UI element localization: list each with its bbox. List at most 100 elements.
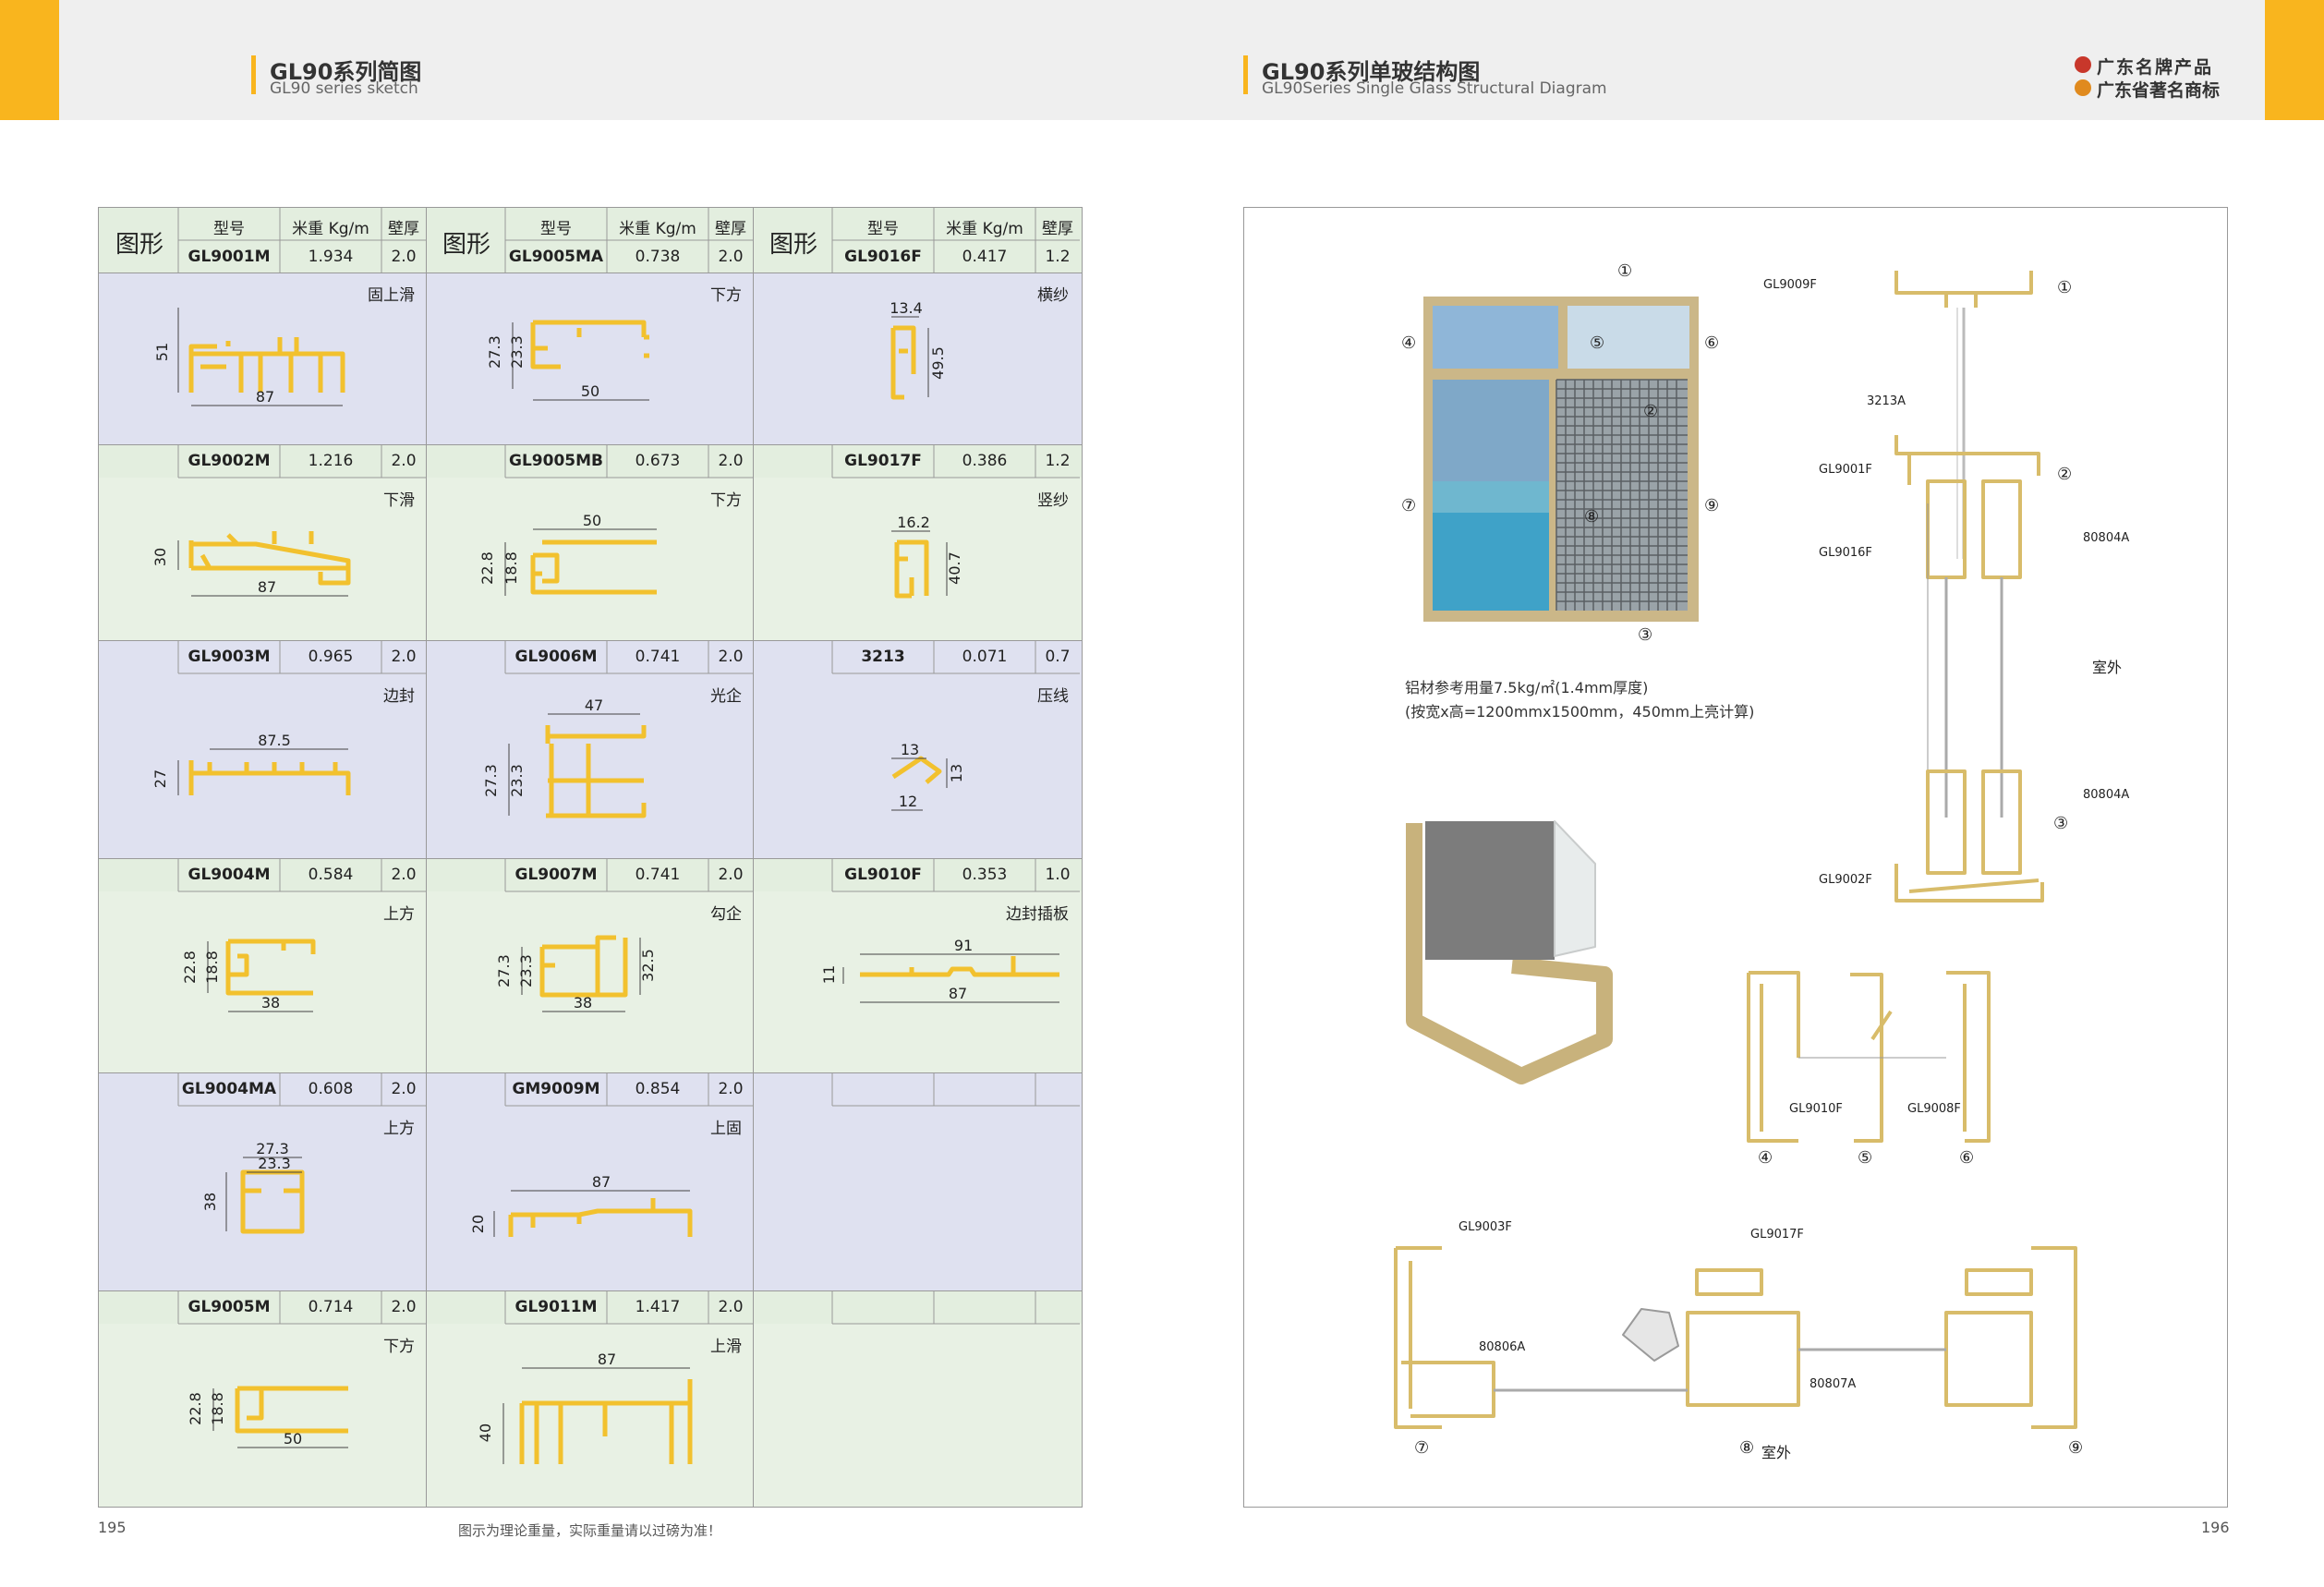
- unit-weight: 0.738: [635, 248, 681, 266]
- shape-header: 图形: [442, 231, 491, 259]
- unit-weight: 0.854: [635, 1080, 681, 1098]
- dimension-label: 40: [477, 1423, 494, 1442]
- unit-weight: 0.584: [308, 866, 354, 884]
- callout-1: ①: [1617, 261, 1633, 281]
- callout-9: ⑨: [1704, 496, 1720, 515]
- brand-line-2: 广东省著名商标: [2097, 80, 2221, 101]
- profile-name: 光企: [710, 687, 742, 706]
- dimension-label: 32.5: [639, 949, 657, 982]
- row-divider: [99, 1290, 1082, 1291]
- callout-3-section: ③: [2053, 814, 2069, 833]
- corner-glass: [1554, 820, 1596, 957]
- model-code: GL9005MB: [509, 452, 603, 470]
- profile-name: 压线: [1037, 687, 1069, 706]
- model-code: GL9004M: [188, 866, 271, 884]
- profile-shape: [240, 1169, 305, 1234]
- model-code: 3213: [861, 648, 905, 666]
- dimension-label: 38: [201, 1193, 219, 1211]
- dimension-label: 91: [954, 937, 973, 954]
- dimension-label: 51: [153, 343, 171, 361]
- left-accent-bar: [0, 0, 59, 120]
- profile-shape: [519, 1379, 693, 1464]
- unit-weight: 0.353: [962, 866, 1008, 884]
- dimension-label: 87: [598, 1351, 616, 1368]
- callout-9-bottom: ⑨: [2068, 1438, 2084, 1458]
- unit-weight: 0.071: [962, 648, 1008, 666]
- wall-thickness: 2.0: [718, 1298, 744, 1316]
- profile-name: 上滑: [710, 1338, 742, 1356]
- right-subtitle: GL90Series Single Glass Structural Diagr…: [1262, 79, 1607, 98]
- callout-4: ④: [1401, 333, 1417, 353]
- unit-weight: 1.934: [308, 248, 354, 266]
- profile-shape: [891, 756, 942, 784]
- row-band: [99, 891, 1082, 1072]
- profile-shape: [188, 337, 345, 393]
- model-code: GM9009M: [512, 1080, 600, 1098]
- callout-7-bottom: ⑦: [1414, 1438, 1430, 1458]
- profile-name: 横纱: [1037, 286, 1069, 305]
- profile-shape: [530, 320, 649, 369]
- model-code: GL9007M: [514, 866, 598, 884]
- top-right-glass: [1567, 306, 1689, 369]
- profile-shape: [235, 1386, 348, 1434]
- dimension-label: 27.3: [486, 335, 503, 369]
- corner-screen: [1425, 821, 1555, 960]
- unit-weight: 0.608: [308, 1080, 354, 1098]
- label-gl9002f: GL9002F: [1819, 873, 1872, 887]
- sash-bottom: [1926, 769, 2022, 875]
- left-title: GL90系列简图: [270, 59, 422, 85]
- column-header-weight: 米重 Kg/m: [946, 220, 1023, 238]
- dimension-label: 87: [256, 388, 274, 406]
- top-left-glass: [1433, 306, 1558, 369]
- profile-shape: [188, 760, 351, 795]
- profile-shape: [539, 935, 628, 998]
- column-header-model: 型号: [213, 220, 245, 238]
- callout-6-section: ⑥: [1959, 1148, 1975, 1168]
- profile-name: 上方: [383, 1120, 415, 1138]
- row-divider: [99, 640, 1082, 641]
- gl9003f-section: [1394, 1246, 1495, 1429]
- label-gl9009f: GL9009F: [1763, 278, 1817, 292]
- profile-shape: [530, 539, 657, 595]
- model-code: GL9001M: [188, 248, 271, 266]
- profile-name: 勾企: [710, 905, 742, 924]
- column-header-wall: 壁厚: [388, 220, 419, 238]
- material-note-2: (按宽x高=1200mmx1500mm，450mm上亮计算): [1405, 703, 1755, 721]
- unit-weight: 0.386: [962, 452, 1008, 470]
- dimension-label: 27: [151, 769, 169, 788]
- row-band: [99, 1072, 1082, 1106]
- label-gl9010f: GL9010F: [1789, 1102, 1843, 1116]
- wall-thickness: 2.0: [391, 248, 417, 266]
- row-divider: [99, 1072, 1082, 1073]
- weight-disclaimer: 图示为理论重量，实际重量请以过磅为准！: [458, 1522, 722, 1539]
- model-code: GL9004MA: [181, 1080, 277, 1098]
- model-code: GL9006M: [514, 648, 598, 666]
- profile-name: 上方: [383, 905, 415, 924]
- model-code: GL9003M: [188, 648, 271, 666]
- label-80804a-bottom: 80804A: [2083, 788, 2130, 802]
- profile-shape: [890, 325, 916, 400]
- left-subtitle: GL90 series sketch: [270, 79, 418, 98]
- dimension-label: 38: [574, 994, 592, 1012]
- sash-top: [1926, 479, 2022, 579]
- callout-3: ③: [1638, 625, 1653, 645]
- title-marker: [1243, 55, 1248, 94]
- dimension-label: 18.8: [209, 1392, 226, 1425]
- dimension-label: 23.3: [517, 954, 535, 987]
- profile-name: 下方: [383, 1338, 415, 1356]
- wall-thickness: 2.0: [718, 648, 744, 666]
- label-gl9003f: GL9003F: [1459, 1220, 1512, 1234]
- dimension-label: 11: [820, 965, 838, 984]
- gl9001f-profile: [1894, 435, 2040, 485]
- page-number-right: 196: [2201, 1519, 2230, 1536]
- dimension-label: 87: [949, 985, 967, 1002]
- model-code: GL9005M: [188, 1298, 271, 1316]
- callout-1-section: ①: [2057, 278, 2073, 297]
- wall-thickness: 1.2: [1045, 452, 1071, 470]
- callout-4-section: ④: [1758, 1148, 1773, 1168]
- material-note-1: 铝材参考用量7.5kg/㎡(1.4mm厚度): [1405, 679, 1649, 697]
- wall-thickness: 2.0: [718, 866, 744, 884]
- lock-handle: [1622, 1308, 1679, 1362]
- dimension-label: 49.5: [929, 346, 947, 380]
- table-inner-lines: [177, 208, 1080, 1325]
